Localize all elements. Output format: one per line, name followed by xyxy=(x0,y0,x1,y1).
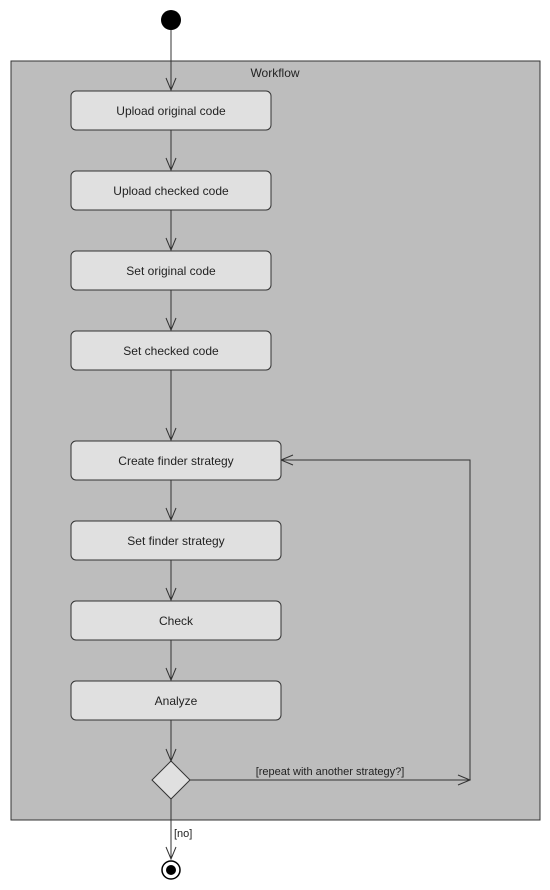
action-label: Set finder strategy xyxy=(127,534,224,548)
action-label: Analyze xyxy=(155,694,198,708)
action-set-original: Set original code xyxy=(70,250,272,291)
decision-node xyxy=(151,760,191,800)
action-upload-checked: Upload checked code xyxy=(70,170,272,211)
action-label: Check xyxy=(159,614,194,628)
workflow-title: Workflow xyxy=(250,66,299,80)
action-check: Check xyxy=(70,600,282,641)
action-label: Set checked code xyxy=(123,344,219,358)
edge-loop-back xyxy=(281,460,471,780)
action-label: Upload original code xyxy=(116,104,226,118)
action-label: Upload checked code xyxy=(113,184,229,198)
action-create-finder: Create finder strategy xyxy=(70,440,282,481)
guard-repeat: [repeat with another strategy?] xyxy=(256,766,405,778)
action-label: Create finder strategy xyxy=(118,454,233,468)
guard-no: [no] xyxy=(174,828,192,840)
action-analyze: Analyze xyxy=(70,680,282,721)
initial-node xyxy=(161,10,181,30)
action-set-checked: Set checked code xyxy=(70,330,272,371)
action-label: Set original code xyxy=(126,264,216,278)
action-upload-original: Upload original code xyxy=(70,90,272,131)
final-node xyxy=(161,860,181,880)
action-set-finder: Set finder strategy xyxy=(70,520,282,561)
